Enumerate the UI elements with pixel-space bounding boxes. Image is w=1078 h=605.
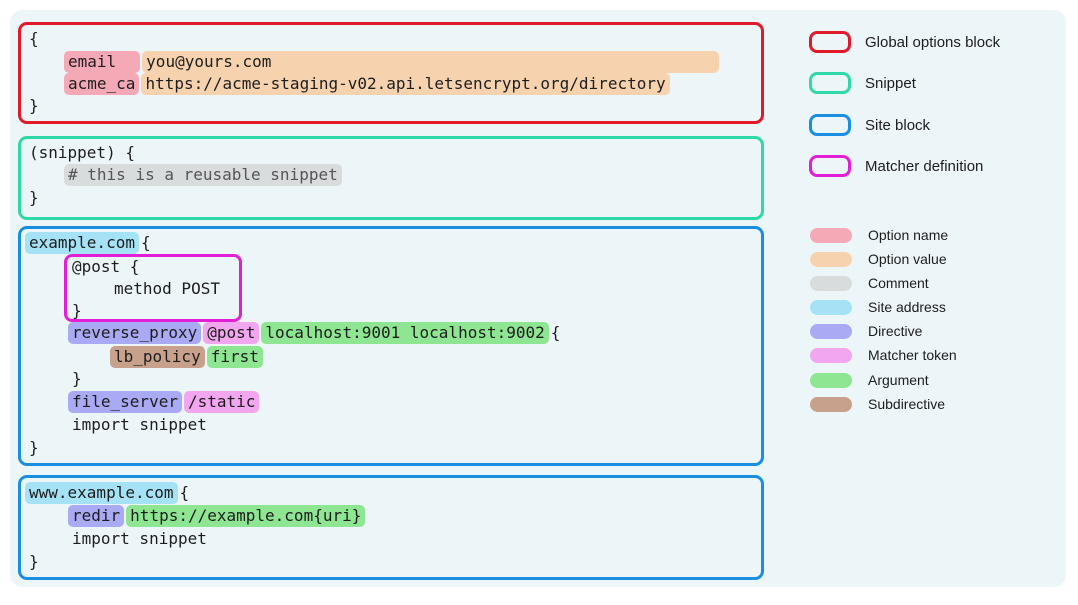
matcher-definition-block <box>64 254 242 322</box>
matcher-body-line: method POST <box>114 278 220 300</box>
legend-option-name: Option name <box>810 227 948 243</box>
global-options-block <box>18 22 764 124</box>
diagram-panel <box>10 10 1066 587</box>
argument-upstreams: localhost:9001 localhost:9002 <box>261 322 549 344</box>
legend-matcher-token-swatch <box>810 347 852 363</box>
site-block-example <box>18 226 764 466</box>
redir-line: redir https://example.com{uri} <box>68 505 367 527</box>
global-acme-line: acme_ca https://acme-staging-v02.api.let… <box>64 73 672 95</box>
legend-argument-label: Argument <box>868 372 929 388</box>
legend-snippet: Snippet <box>809 72 916 94</box>
legend-snippet-label: Snippet <box>865 74 916 92</box>
directive-file-server: file_server <box>68 391 182 413</box>
global-close-brace-line: } <box>29 95 39 117</box>
reverse-proxy-line: reverse_proxy @post localhost:9001 local… <box>68 322 560 344</box>
site1-import-line: import snippet <box>72 414 207 436</box>
legend-directive: Directive <box>810 323 922 339</box>
matcher-token-post: @post <box>203 322 260 344</box>
site-block-www-example <box>18 475 764 580</box>
site2-import: import snippet <box>72 529 207 548</box>
site2-open-brace: { <box>179 483 190 502</box>
site1-header-line: example.com { <box>25 232 151 254</box>
argument-first: first <box>206 346 263 368</box>
option-value-acme-ca: https://acme-staging-v02.api.letsencrypt… <box>141 73 670 95</box>
option-value-email: you@yours.com <box>142 51 720 73</box>
option-name-email: email <box>64 51 141 73</box>
legend-subdirective-swatch <box>810 396 852 412</box>
site-address-www-example: www.example.com <box>25 482 178 504</box>
snippet-header: (snippet) { <box>29 143 135 162</box>
reverse-proxy-close-brace: } <box>72 369 82 388</box>
site1-open-brace: { <box>140 233 151 252</box>
snippet-block <box>18 136 764 220</box>
snippet-close-brace: } <box>29 188 39 207</box>
file-server-line: file_server /static <box>68 391 261 413</box>
legend-option-name-label: Option name <box>868 227 949 243</box>
global-open-brace-line: { <box>29 28 39 50</box>
legend-matcher-definition-box <box>809 155 851 177</box>
legend-comment-label: Comment <box>868 275 929 291</box>
matcher-close-line: } <box>72 300 82 322</box>
legend-option-value: Option value <box>810 251 947 267</box>
reverse-proxy-close-line: } <box>72 368 82 390</box>
legend-site-address-swatch <box>810 299 852 315</box>
legend-matcher-definition: Matcher definition <box>809 155 983 177</box>
site2-import-line: import snippet <box>72 528 207 550</box>
site1-import: import snippet <box>72 415 207 434</box>
legend-site-block-box <box>809 114 851 136</box>
site1-close-brace: } <box>29 438 39 457</box>
legend-argument-swatch <box>810 372 852 388</box>
legend-subdirective: Subdirective <box>810 396 945 412</box>
legend-site-block: Site block <box>809 114 930 136</box>
legend-site-address-label: Site address <box>868 299 946 315</box>
directive-reverse-proxy: reverse_proxy <box>68 322 202 344</box>
legend-site-address: Site address <box>810 299 946 315</box>
legend-global-options-label: Global options block <box>865 33 1001 51</box>
option-name-acme-ca: acme_ca <box>64 73 140 95</box>
legend-subdirective-label: Subdirective <box>868 396 946 412</box>
legend-matcher-token-label: Matcher token <box>868 347 957 363</box>
matcher-body: method POST <box>114 279 220 298</box>
global-open-brace: { <box>29 29 39 48</box>
legend-global-options-box <box>809 31 851 53</box>
legend-global-options: Global options block <box>809 31 1000 53</box>
subdirective-lb-policy: lb_policy <box>110 346 205 368</box>
legend-option-name-swatch <box>810 227 852 243</box>
site2-close-brace: } <box>29 552 39 571</box>
global-close-brace: } <box>29 96 39 115</box>
legend-comment: Comment <box>810 275 929 291</box>
snippet-header-line: (snippet) { <box>29 142 135 164</box>
snippet-close-line: } <box>29 187 39 209</box>
directive-redir: redir <box>68 505 125 527</box>
comment-token: # this is a reusable snippet <box>64 164 342 186</box>
matcher-token-static: /static <box>183 391 260 413</box>
legend-snippet-box <box>809 72 851 94</box>
site2-close-line: } <box>29 551 39 573</box>
legend-option-value-swatch <box>810 251 852 267</box>
reverse-proxy-open-brace: { <box>550 323 561 342</box>
snippet-comment-line: # this is a reusable snippet <box>64 164 344 186</box>
legend-matcher-token: Matcher token <box>810 347 957 363</box>
matcher-header: @post { <box>72 257 140 276</box>
legend-argument: Argument <box>810 372 929 388</box>
legend-directive-label: Directive <box>868 323 923 339</box>
site-address-example: example.com <box>25 232 139 254</box>
lb-policy-line: lb_policy first <box>110 346 265 368</box>
legend-comment-swatch <box>810 275 852 291</box>
legend-directive-swatch <box>810 323 852 339</box>
legend-option-value-label: Option value <box>868 251 947 267</box>
legend-site-block-label: Site block <box>865 116 931 134</box>
global-email-line: email you@yours.com <box>64 51 721 73</box>
argument-redir-target: https://example.com{uri} <box>126 505 366 527</box>
matcher-header-line: @post { <box>72 256 139 278</box>
site2-header-line: www.example.com { <box>25 482 189 504</box>
site1-close-line: } <box>29 437 39 459</box>
matcher-close-brace: } <box>72 301 82 320</box>
legend-matcher-definition-label: Matcher definition <box>865 157 984 175</box>
